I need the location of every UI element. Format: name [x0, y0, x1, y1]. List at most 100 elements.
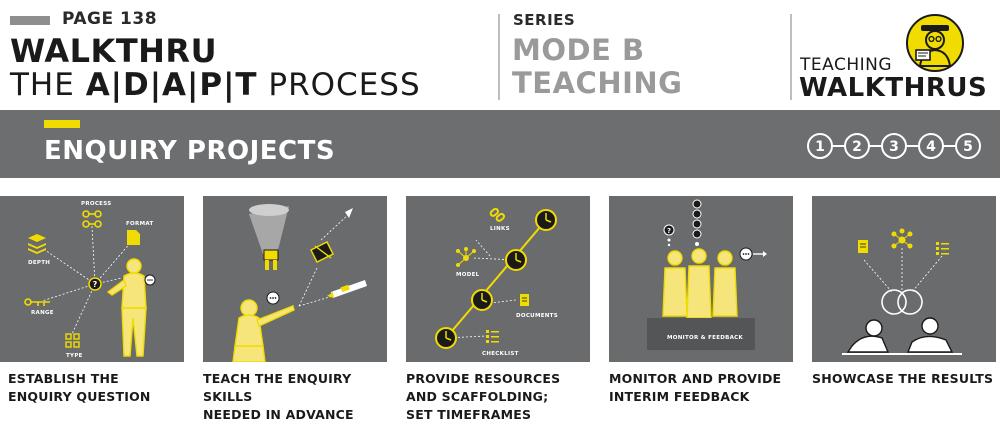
- arrow-head-icon: [345, 208, 353, 218]
- caption-line: SET TIMEFRAMES: [406, 407, 532, 422]
- process-icon: [82, 210, 102, 228]
- svg-text:MODEL: MODEL: [456, 272, 480, 278]
- caption-line: ESTABLISH THE: [8, 371, 119, 386]
- panel-establish-question: PROCESS FORMAT DEPTH RANGE TYPE ?: [0, 196, 184, 362]
- svg-text:1: 1: [815, 139, 825, 155]
- model-icon: [456, 247, 476, 267]
- header-divider-2: [790, 14, 792, 100]
- header-divider-1: [498, 14, 500, 100]
- question-icon: ?: [88, 277, 102, 291]
- speech-bubble-icon: [144, 274, 156, 286]
- band-accent-bar: [44, 120, 80, 128]
- progress-stack-icon: [692, 199, 702, 246]
- resources-illustration: LINKS MODEL DOCUMENTS CHECKLIST: [435, 207, 558, 357]
- caption-line: NEEDED IN ADVANCE: [203, 407, 354, 422]
- process-title-prefix: THE: [10, 67, 86, 103]
- depth-icon: [28, 234, 46, 254]
- caption-line: PROVIDE RESOURCES: [406, 371, 561, 386]
- speech-bubble-icon: [266, 291, 280, 305]
- caption-resources: PROVIDE RESOURCES AND SCAFFOLDING; SET T…: [406, 370, 596, 424]
- caption-line: TEACH THE ENQUIRY SKILLS: [203, 371, 352, 404]
- panel-showcase: [812, 196, 996, 362]
- teach-skills-illustration: [232, 204, 367, 362]
- series-label: SERIES: [513, 11, 576, 29]
- links-icon: [489, 207, 505, 222]
- toolbox-icon: [310, 241, 334, 263]
- series-name-line2: TEACHING: [512, 66, 683, 100]
- document-icon: [858, 240, 868, 253]
- caption-monitor-feedback: MONITOR AND PROVIDE INTERIM FEEDBACK: [609, 370, 799, 406]
- caption-line: AND SCAFFOLDING;: [406, 389, 549, 404]
- process-title: THE A|D|A|P|T PROCESS: [10, 68, 421, 102]
- svg-text:5: 5: [963, 139, 973, 155]
- caption-teach-skills: TEACH THE ENQUIRY SKILLS NEEDED IN ADVAN…: [203, 370, 393, 424]
- monitor-feedback-illustration: ? MONITOR & FEEDBACK: [647, 199, 767, 350]
- step-5: 5: [955, 133, 981, 159]
- student-figures: [662, 248, 738, 319]
- step-3: 3: [881, 133, 907, 159]
- panel-monitor-feedback: ? MONITOR & FEEDBACK: [609, 196, 793, 362]
- page-marker-bar: [10, 16, 50, 25]
- svg-text:RANGE: RANGE: [31, 310, 54, 316]
- caption-showcase: SHOWCASE THE RESULTS: [812, 370, 1000, 388]
- svg-text:DEPTH: DEPTH: [28, 260, 50, 266]
- venn-icon: [881, 289, 923, 315]
- svg-text:4: 4: [926, 139, 936, 155]
- svg-text:?: ?: [667, 227, 671, 235]
- svg-text:FORMAT: FORMAT: [126, 221, 154, 227]
- brand-teaching: TEACHING: [800, 55, 893, 75]
- type-icon: [65, 333, 80, 348]
- audience-figures: [846, 317, 954, 353]
- step-4: 4: [918, 133, 944, 159]
- walkthru-title: WALKTHRU: [10, 32, 218, 70]
- caption-line: ENQUIRY QUESTION: [8, 389, 151, 404]
- section-title: ENQUIRY PROJECTS: [44, 136, 336, 166]
- svg-text:2: 2: [852, 139, 862, 155]
- section-band: ENQUIRY PROJECTS 1 2 3 4 5: [0, 110, 1000, 178]
- step-indicators: 1 2 3 4 5: [807, 133, 981, 159]
- question-icon: ?: [663, 224, 675, 247]
- series-name-line1: MODE B: [512, 33, 645, 67]
- svg-text:PROCESS: PROCESS: [81, 201, 112, 207]
- caption-line: MONITOR AND PROVIDE: [609, 371, 782, 386]
- showcase-illustration: [842, 228, 962, 355]
- documents-icon: [520, 294, 529, 306]
- caption-line: SHOWCASE THE RESULTS: [812, 371, 994, 386]
- adapt-acronym: A|D|A|P|T: [85, 67, 258, 103]
- clock-icon: [471, 289, 493, 311]
- teacher-figure: [106, 258, 147, 357]
- header: PAGE 138 WALKTHRU THE A|D|A|P|T PROCESS …: [0, 0, 1000, 110]
- step-1: 1: [807, 133, 833, 159]
- svg-text:MONITOR & FEEDBACK: MONITOR & FEEDBACK: [667, 335, 744, 341]
- svg-text:DOCUMENTS: DOCUMENTS: [516, 313, 558, 319]
- pencil-icon: [327, 280, 367, 298]
- checklist-icon: [936, 242, 949, 255]
- svg-text:LINKS: LINKS: [490, 226, 510, 232]
- clock-icon: [535, 209, 557, 231]
- monitor-platform: [647, 318, 755, 350]
- step-2: 2: [844, 133, 870, 159]
- svg-text:3: 3: [889, 139, 899, 155]
- panel-teach-skills: [203, 196, 387, 362]
- svg-text:?: ?: [93, 280, 98, 289]
- speech-bubble-icon: [739, 247, 767, 261]
- presenter-figure: [232, 299, 295, 362]
- spotlight-icon: [249, 204, 289, 270]
- clock-icon: [435, 327, 457, 349]
- format-icon: [127, 230, 140, 245]
- page-number: PAGE 138: [62, 9, 158, 29]
- model-icon: [891, 228, 913, 249]
- brand-walkthrus: WALKTHRUS: [799, 73, 988, 103]
- range-icon: [24, 298, 50, 306]
- caption-line: INTERIM FEEDBACK: [609, 389, 750, 404]
- teacher-logo-icon: [906, 14, 964, 72]
- svg-text:TYPE: TYPE: [66, 353, 83, 359]
- svg-text:CHECKLIST: CHECKLIST: [482, 351, 519, 357]
- checklist-icon: [486, 330, 499, 343]
- process-title-suffix: PROCESS: [257, 67, 421, 103]
- caption-establish-question: ESTABLISH THE ENQUIRY QUESTION: [8, 370, 198, 406]
- establish-question-illustration: PROCESS FORMAT DEPTH RANGE TYPE ?: [24, 201, 156, 359]
- timeline-line: [445, 219, 547, 339]
- clock-icon: [505, 249, 527, 271]
- panel-resources: LINKS MODEL DOCUMENTS CHECKLIST: [406, 196, 590, 362]
